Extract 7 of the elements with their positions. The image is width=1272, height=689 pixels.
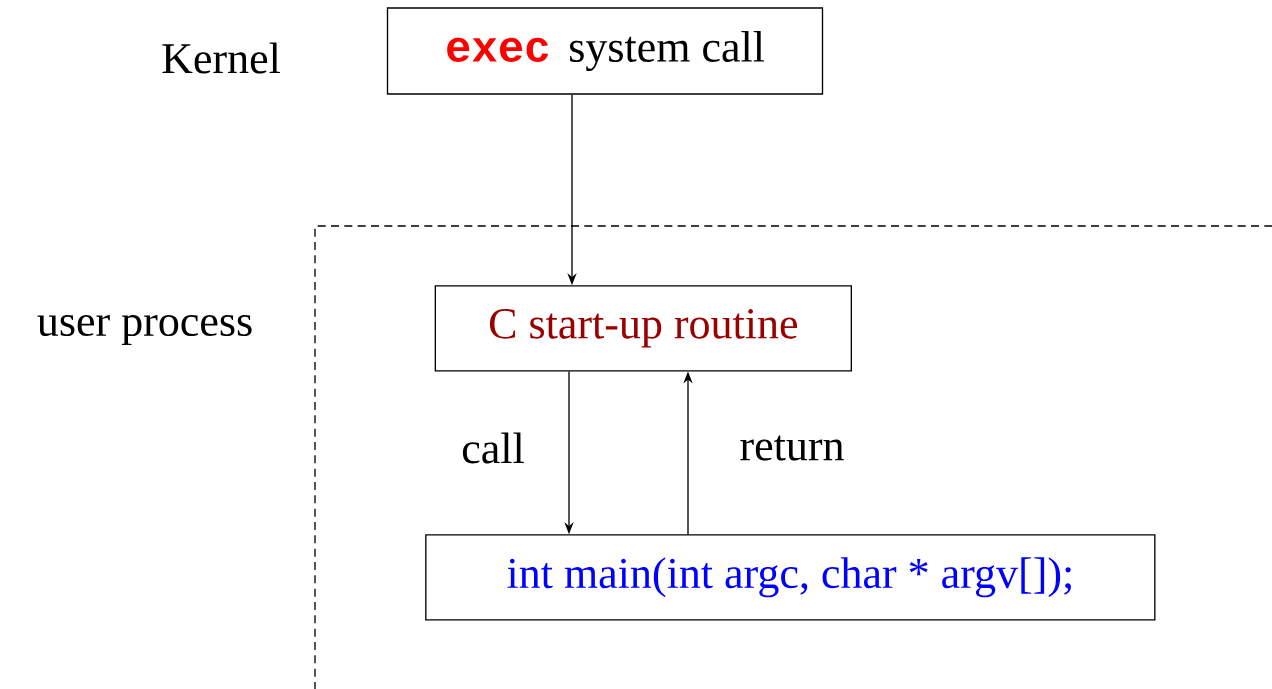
process-box: exec system call <box>386 7 824 95</box>
process-box: C start-up routine <box>434 285 852 372</box>
node-label: user process <box>37 314 252 346</box>
process-box: int main(int argc, char * argv[]); <box>425 534 1156 621</box>
edge-label: return <box>738 434 846 462</box>
layer-label: Kernel <box>162 42 280 74</box>
edge-label: call <box>459 431 527 465</box>
